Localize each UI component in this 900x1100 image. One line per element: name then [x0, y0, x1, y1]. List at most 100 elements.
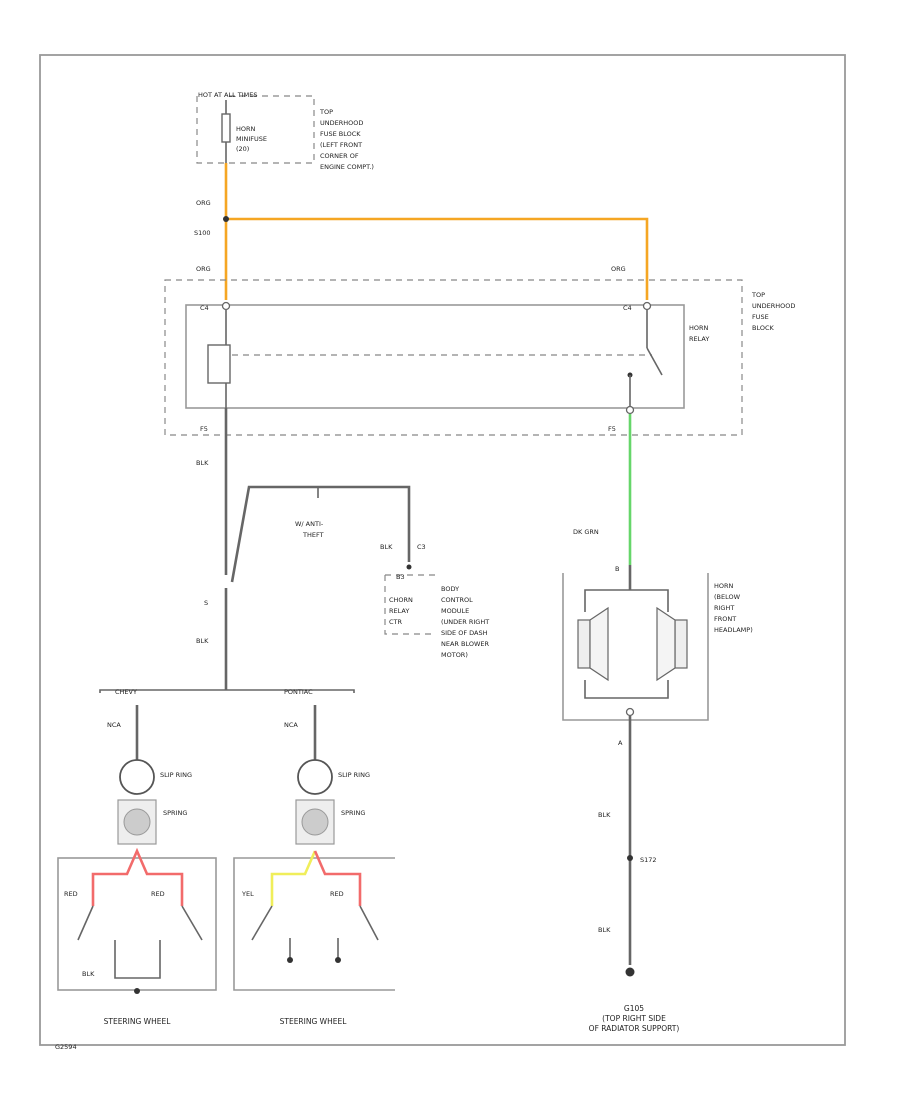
wire-label-nca-left: NCA	[107, 721, 121, 729]
horn-desc-2: (BELOW	[714, 593, 741, 601]
anti-theft-label-1: W/ ANTI-	[295, 520, 324, 528]
wheel-distribution-bus	[99, 689, 355, 693]
left-switch-2	[181, 905, 203, 941]
right-spring-label: SPRING	[341, 809, 365, 817]
relay-pin-right-top: C4	[623, 304, 632, 312]
fuse-dashed-box	[196, 95, 315, 164]
fuse-hot-label: HOT AT ALL TIMES	[198, 91, 258, 99]
right-slip-ring	[297, 759, 333, 795]
left-contact-a	[114, 940, 137, 979]
wire-label-blk-horn: BLK	[598, 811, 611, 819]
anti-theft-wire	[230, 485, 411, 583]
right-slip-ring-label: SLIP RING	[338, 771, 370, 779]
right-yel-wire	[270, 850, 317, 906]
splice-s100	[223, 216, 229, 222]
horn-desc-3: RIGHT	[714, 604, 734, 612]
bcm-desc-1: BODY	[441, 585, 459, 593]
fuse-block-label-3: FUSE	[752, 313, 769, 321]
horn-relay-box	[185, 304, 685, 409]
wire-label-red-3: RED	[330, 890, 344, 898]
left-wheel-caption: STEERING WHEEL	[104, 1017, 172, 1026]
splice-s100-label: S100	[194, 229, 211, 237]
right-spring-icon	[301, 808, 329, 836]
relay-pin-right-bottom: F5	[608, 425, 616, 433]
ground-location-2: OF RADIATOR SUPPORT)	[589, 1024, 680, 1033]
horn-speaker-right	[656, 606, 688, 682]
wire-label-blk-bcm: BLK	[380, 543, 393, 551]
wire-label-org-right: ORG	[611, 265, 626, 273]
right-red-wire	[313, 850, 362, 906]
horn-relay-label-2: RELAY	[689, 335, 709, 343]
bcm-terminal	[406, 564, 412, 570]
relay-pin-left-bottom: F5	[200, 425, 208, 433]
left-slip-ring	[119, 759, 155, 795]
bcm-desc-5: SIDE OF DASH	[441, 629, 488, 637]
right-contact-b-dot	[335, 957, 341, 963]
splice-s172-label: S172	[640, 856, 657, 864]
wire-label-yel: YEL	[241, 890, 254, 898]
right-contact-a-dot	[287, 957, 293, 963]
horn-pin-top: B	[615, 565, 619, 573]
wire-label-org-fuse: ORG	[196, 199, 211, 207]
bcm-desc-6: NEAR BLOWER	[441, 640, 489, 648]
left-wheel-ground	[134, 988, 140, 994]
horn-speaker-left	[577, 606, 609, 682]
wheel-header-left: CHEVY	[115, 688, 137, 696]
fuse-block-label-4: BLOCK	[752, 324, 775, 332]
fuse-location-1: TOP	[319, 108, 333, 116]
horn-pin-bottom: A	[618, 739, 623, 747]
right-wheel-caption: STEERING WHEEL	[280, 1017, 348, 1026]
ground-g105	[625, 967, 635, 977]
relay-switch-contact	[646, 347, 663, 376]
fuse-body	[221, 113, 231, 143]
wire-label-org-left: ORG	[196, 265, 211, 273]
wire-label-blk-switch: BLK	[196, 637, 209, 645]
horn-outline	[562, 573, 709, 721]
splice-s172	[627, 855, 633, 861]
right-switch-2	[359, 905, 379, 941]
bcm-relay-label-1: CHORN	[389, 596, 413, 604]
wire-label-red-1: RED	[64, 890, 78, 898]
fuse-location-5: CORNER OF	[320, 152, 359, 160]
figure-id: G2594	[55, 1043, 77, 1051]
horn-desc-4: FRONT	[714, 615, 736, 623]
wire-label-nca-right: NCA	[284, 721, 298, 729]
wire-label-red-2: RED	[151, 890, 165, 898]
wire-label-dk-grn: DK GRN	[573, 528, 599, 536]
horn-wiring	[584, 589, 669, 612]
bcm-desc-3: MODULE	[441, 607, 469, 615]
relay-terminal-right-bottom	[625, 405, 635, 415]
left-contact-b	[137, 940, 161, 979]
org-wire-right	[228, 217, 649, 300]
right-wheel-box	[233, 857, 395, 991]
fuse-block-label-2: UNDERHOOD	[752, 302, 795, 310]
fuse-location-4: (LEFT FRONT	[320, 141, 362, 149]
left-spring-icon	[123, 808, 151, 836]
horn-desc-5: HEADLAMP)	[714, 626, 753, 634]
bcm-relay-label-2: RELAY	[389, 607, 409, 615]
fuse-name-2: MINIFUSE	[236, 135, 267, 143]
relay-coil	[207, 344, 231, 384]
ground-location-1: (TOP RIGHT SIDE	[602, 1014, 666, 1023]
horn-relay-label-1: HORN	[689, 324, 709, 332]
left-slip-ring-label: SLIP RING	[160, 771, 192, 779]
diagram-frame	[39, 54, 846, 1046]
horn-desc-1: HORN	[714, 582, 734, 590]
wire-label-blk-relay: BLK	[196, 459, 209, 467]
relay-pin-left-top: C4	[200, 304, 209, 312]
bcm-desc-7: MOTOR)	[441, 651, 468, 659]
fuse-location-6: ENGINE COMPT.)	[320, 163, 374, 171]
ground-label: G105	[624, 1004, 644, 1013]
bcm-connector-box	[384, 575, 432, 635]
wire-label-blk-wheel: BLK	[82, 970, 95, 978]
bcm-desc-2: CONTROL	[441, 596, 473, 604]
bcm-pin: C3	[417, 543, 426, 551]
connector-s-label: S	[204, 599, 208, 607]
bcm-pin2: B3	[396, 573, 405, 581]
fuse-name-3: (20)	[236, 145, 249, 153]
anti-theft-label-2: THEFT	[302, 531, 324, 539]
fuse-name-1: HORN	[236, 125, 256, 133]
fuse-block-dashed-box	[164, 279, 743, 436]
left-red-wires	[91, 847, 184, 906]
fuse-location-2: UNDERHOOD	[320, 119, 363, 127]
